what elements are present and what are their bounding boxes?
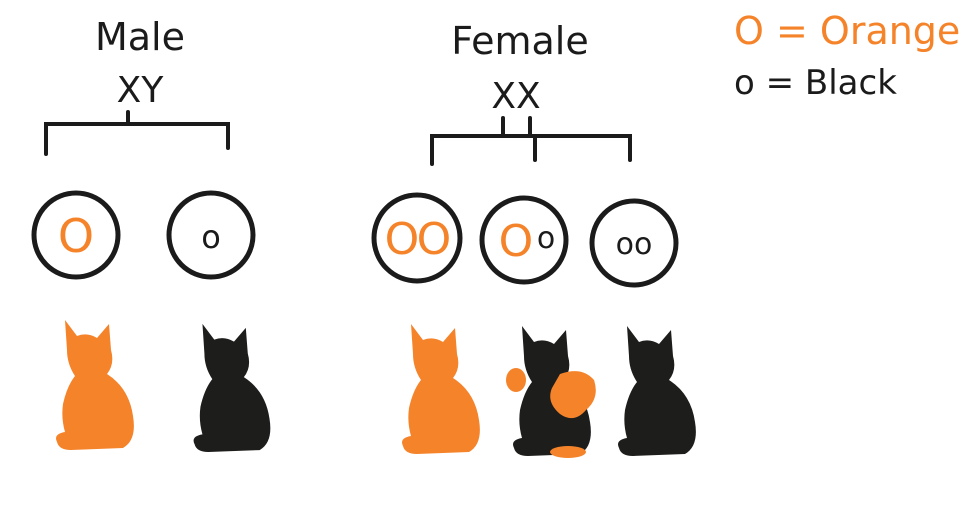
genotype-circle-female-het — [479, 195, 569, 285]
genotype-male-black: o — [201, 218, 221, 256]
genotype-circle-female-orange — [371, 192, 463, 284]
female-title: Female — [451, 19, 588, 63]
legend-orange: O = Orange — [734, 9, 960, 53]
genotype-female-orange-right: O — [417, 214, 452, 265]
female-bracket — [430, 116, 632, 166]
male-bracket — [44, 110, 230, 156]
genotype-circle-male-orange — [31, 190, 121, 280]
genotype-female-black: oo — [616, 227, 653, 262]
cat-female-calico-icon — [506, 326, 596, 458]
genotype-circle-female-black — [589, 198, 679, 288]
cat-male-black-icon — [193, 323, 271, 453]
cat-female-orange-icon — [402, 324, 480, 454]
male-title: Male — [95, 15, 185, 59]
cat-male-orange-icon — [56, 320, 134, 450]
legend-black: o = Black — [734, 63, 897, 103]
genotype-male-orange: O — [58, 209, 94, 263]
cat-female-black-icon — [618, 326, 696, 456]
male-chromosomes: XY — [117, 70, 165, 111]
genotype-female-het-lower: o — [537, 221, 555, 256]
genotype-circle-male-black — [166, 190, 256, 280]
genotype-female-het-upper: O — [499, 216, 534, 267]
genotype-female-orange-left: O — [385, 214, 420, 265]
female-chromosomes: XX — [491, 76, 540, 117]
